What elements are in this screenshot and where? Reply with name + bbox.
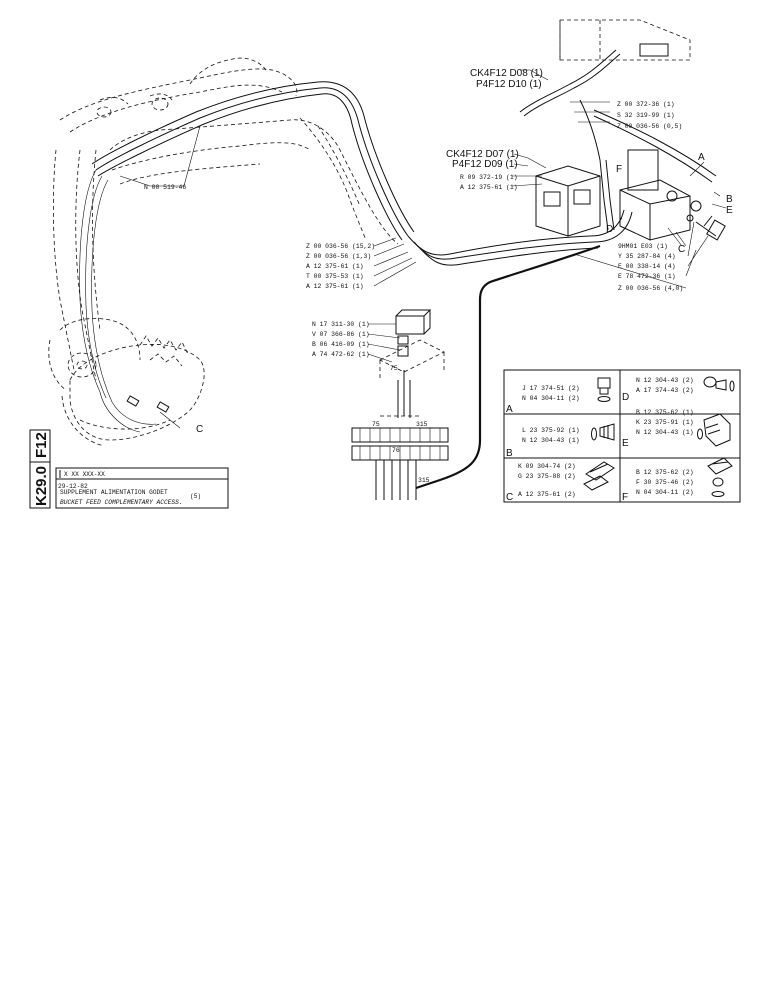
label-z00036-40: Z 00 036-56 (4,0) [618, 285, 683, 292]
label-ck4-d07: CK4F12 D07 (1) [446, 149, 519, 160]
label-a12375-1: A 12 375-61 (1) [306, 263, 364, 270]
callout-b: B [726, 194, 733, 205]
group-code: F12 [33, 432, 50, 458]
label-z00036-05: Z 00 036-56 (0,5) [617, 123, 682, 130]
label-s32319: S 32 319-99 (1) [617, 112, 675, 119]
detail-cell-b: L 23 375-92 (1) N 12 304-43 (1) B [506, 423, 615, 459]
detail-cell-e: B 12 375-62 (1) K 23 375-91 (1) N 12 304… [622, 409, 731, 449]
callout-f: F [616, 164, 622, 175]
label-wire-76: 76 [392, 447, 400, 454]
callout-d: D [606, 224, 613, 235]
label-t00375: T 00 375-53 (1) [306, 273, 364, 280]
cell-e-line-1: B 12 375-62 (1) [636, 409, 694, 416]
label-r09372: R 09 372-19 (1) [460, 174, 518, 181]
boom-arm-outline [48, 57, 399, 391]
cell-f-letter: F [622, 492, 628, 503]
label-e78472: E 78 472-36 (1) [618, 273, 676, 280]
title-date: 29-12-82 [58, 483, 88, 490]
label-a12375-2: A 12 375-61 (1) [306, 283, 364, 290]
cell-e-line-2: K 23 375-91 (1) [636, 419, 694, 426]
detail-cell-f: B 12 375-62 (2) F 30 375-46 (2) N 04 304… [622, 457, 733, 503]
cell-b-line-2: N 12 304-43 (1) [522, 437, 580, 444]
cell-a-line-1: J 17 374-51 (2) [522, 385, 580, 392]
cab-structure [519, 19, 717, 231]
callout-c: C [678, 244, 685, 255]
title-ref-code: X XX XXX-XX [64, 471, 105, 478]
cell-a-line-2: N 04 304-11 (2) [522, 395, 580, 402]
boom-hoses [79, 81, 415, 433]
electrical-harness [351, 309, 449, 500]
page-code: K29.0 [33, 466, 50, 506]
label-9hm01: 9HM01 E03 (1) [618, 243, 668, 250]
label-v07366: V 07 366-86 (1) [312, 331, 370, 338]
label-ck4-d08: CK4F12 D08 (1) [470, 68, 543, 79]
cell-f-line-2: F 30 375-46 (2) [636, 479, 694, 486]
detail-cell-d: N 12 304-43 (2) A 17 374-43 (2) D [622, 376, 735, 403]
cell-e-line-3: N 12 304-43 (1) [636, 429, 694, 436]
cell-e-letter: E [622, 438, 629, 449]
sheet-code-block: F12 K29.0 [29, 429, 51, 509]
detail-cell-c: K 09 304-74 (2) G 23 375-88 (2) A 12 375… [506, 461, 615, 503]
label-y35287: Y 35 287-84 (4) [618, 253, 676, 260]
label-wire-315b: 315 [418, 477, 430, 484]
label-z00036-13: Z 00 036-56 (1,3) [306, 253, 371, 260]
label-n17311: N 17 311-30 (1) [312, 321, 370, 328]
cell-d-letter: D [622, 392, 629, 403]
detail-table [503, 369, 741, 503]
cell-c-line-2: G 23 375-88 (2) [518, 473, 576, 480]
label-wire-315: 315 [416, 421, 428, 428]
title-en: BUCKET FEED COMPLEMENTARY ACCESS. [60, 499, 183, 506]
callout-e: E [726, 205, 733, 216]
valve-block [535, 149, 726, 241]
cell-d-line-1: N 12 304-43 (2) [636, 377, 694, 384]
leader-lines [119, 69, 727, 429]
bucket [61, 335, 205, 447]
cell-f-line-3: N 04 304-11 (2) [636, 489, 694, 496]
title-fr: SUPPLEMENT ALIMENTATION GODET [60, 489, 168, 496]
cell-c-line-1: K 09 304-74 (2) [518, 463, 576, 470]
label-p4-d09: P4F12 D09 (1) [452, 159, 518, 170]
feed-hoses [407, 209, 633, 490]
cell-c-letter: C [506, 492, 513, 503]
label-z00372: Z 00 372-36 (1) [617, 101, 675, 108]
callout-c-bucket: C [196, 424, 203, 435]
cell-b-line-1: L 23 375-92 (1) [522, 427, 580, 434]
label-e00338: E 00 338-14 (4) [618, 263, 676, 270]
label-n00519: N 00 519-46 [144, 184, 186, 191]
title-page-ref: (5) [190, 493, 201, 500]
detail-cell-a: J 17 374-51 (2) N 04 304-11 (2) A [506, 377, 611, 415]
cell-f-line-1: B 12 375-62 (2) [636, 469, 694, 476]
cell-a-letter: A [506, 404, 513, 415]
cell-d-line-2: A 17 374-43 (2) [636, 387, 694, 394]
label-b06416: B 06 416-09 (1) [312, 341, 370, 348]
label-wire-75b: 75 [372, 421, 380, 428]
callout-a: A [698, 152, 705, 163]
label-p4-d10: P4F12 D10 (1) [476, 79, 542, 90]
cell-c-line-3: A 12 375-61 (2) [518, 491, 576, 498]
title-block: X XX XXX-XX 29-12-82 SUPPLEMENT ALIMENTA… [55, 467, 229, 509]
label-z00036-152: Z 00 036-56 (15,2) [306, 243, 375, 250]
label-wire-75: 75 [390, 365, 398, 372]
label-a74472: A 74 472-62 (1) [312, 351, 370, 358]
cell-b-letter: B [506, 448, 513, 459]
label-a12375-top: A 12 375-61 (1) [460, 184, 518, 191]
